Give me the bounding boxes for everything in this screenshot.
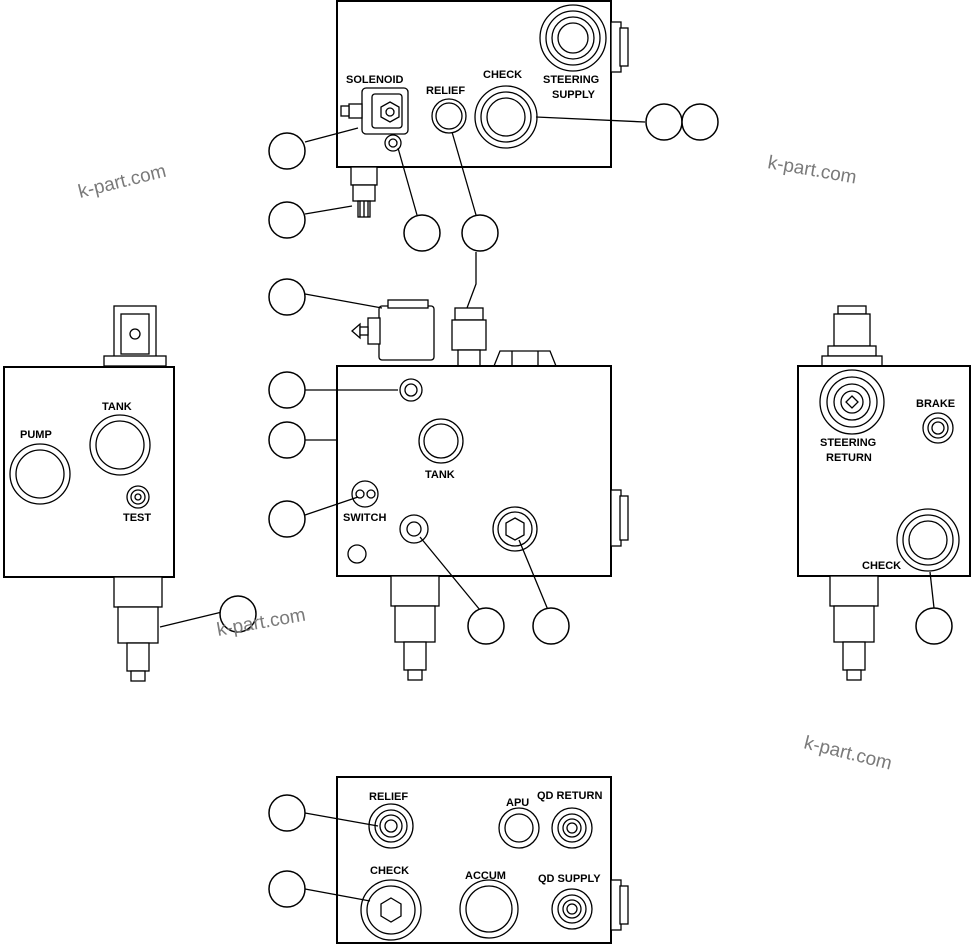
label-steering-return-2: RETURN [826, 452, 872, 464]
center-relief-cartridge [451, 307, 487, 367]
label-steering-supply-2: SUPPLY [552, 89, 596, 101]
callout-circle [268, 371, 306, 409]
qd-return-port [551, 807, 593, 849]
left-bottom-fitting [113, 576, 163, 682]
callout-circle [403, 214, 441, 252]
steering-supply-port [539, 4, 607, 72]
callout-circle [268, 870, 306, 908]
right-top-cartridge [821, 305, 883, 367]
callout-circle [268, 132, 306, 170]
bottom-check-port [360, 879, 422, 941]
watermark-text: k-part.com [76, 161, 168, 203]
callout-circles [219, 103, 953, 908]
right-valve-block: STEERING RETURN BRAKE CHECK [797, 305, 971, 681]
callout-circle [268, 278, 306, 316]
left-solenoid [103, 305, 167, 367]
center-bottom-fitting [390, 575, 440, 681]
accum-port [459, 879, 519, 939]
right-bottom-fitting [829, 575, 879, 681]
label-accum: ACCUM [465, 870, 506, 882]
watermark-text: k-part.com [802, 732, 894, 774]
label-solenoid: SOLENOID [346, 74, 404, 86]
label-apu: APU [506, 797, 529, 809]
center-valve-block: TANK SWITCH [336, 299, 629, 681]
left-tank-port [89, 414, 151, 476]
brake-port [922, 412, 954, 444]
callout-circle [915, 607, 953, 645]
watermark-text: k-part.com [766, 152, 858, 188]
label-switch: SWITCH [343, 512, 386, 524]
label-relief-top: RELIEF [426, 85, 465, 97]
callout-circle [219, 595, 257, 633]
leader-lines [159, 116, 935, 902]
label-tank-center: TANK [425, 469, 455, 481]
center-tank-port [418, 418, 464, 464]
test-port [126, 485, 150, 509]
callout-circle [467, 607, 505, 645]
top-valve-block: SOLENOID RELIEF CHECK STEERING SUPPLY [336, 0, 629, 218]
label-tank-left: TANK [102, 401, 132, 413]
center-corner-plug [347, 544, 367, 564]
center-solenoid [351, 299, 435, 361]
label-brake: BRAKE [916, 398, 955, 410]
center-top-port [399, 378, 423, 402]
callout-circle [532, 607, 570, 645]
label-qd-return: QD RETURN [537, 790, 602, 802]
label-check-bottom: CHECK [370, 865, 409, 877]
top-block-bottom-fitting [350, 166, 378, 218]
pump-port [9, 443, 71, 505]
callout-circle [681, 103, 719, 141]
callout-circle [268, 201, 306, 239]
callout-circle [268, 500, 306, 538]
center-hex-nut [493, 350, 557, 367]
switch-port [351, 480, 379, 508]
label-check-right: CHECK [862, 560, 901, 572]
label-pump: PUMP [20, 429, 52, 441]
callout-circle [268, 421, 306, 459]
callout-circle [461, 214, 499, 252]
left-valve-block: PUMP TANK TEST [3, 305, 175, 682]
callout-circle [645, 103, 683, 141]
right-check-port [896, 508, 960, 572]
label-test: TEST [123, 512, 151, 524]
center-plug-port [492, 506, 538, 552]
bottom-relief-port [368, 803, 414, 849]
relief-port-top [431, 98, 467, 134]
center-lower-small-port [399, 514, 429, 544]
bottom-valve-block: RELIEF APU QD RETURN CHECK ACCUM QD SUPP… [336, 776, 629, 944]
label-relief-bottom: RELIEF [369, 791, 408, 803]
solenoid-valve [340, 87, 409, 152]
label-steering-return-1: STEERING [820, 437, 876, 449]
apu-port [498, 807, 540, 849]
label-check-top: CHECK [483, 69, 522, 81]
qd-supply-port [551, 888, 593, 930]
check-port-top [474, 85, 538, 149]
label-steering-supply-1: STEERING [543, 74, 599, 86]
callout-circle [268, 794, 306, 832]
steering-return-port [819, 369, 885, 435]
label-qd-supply: QD SUPPLY [538, 873, 601, 885]
